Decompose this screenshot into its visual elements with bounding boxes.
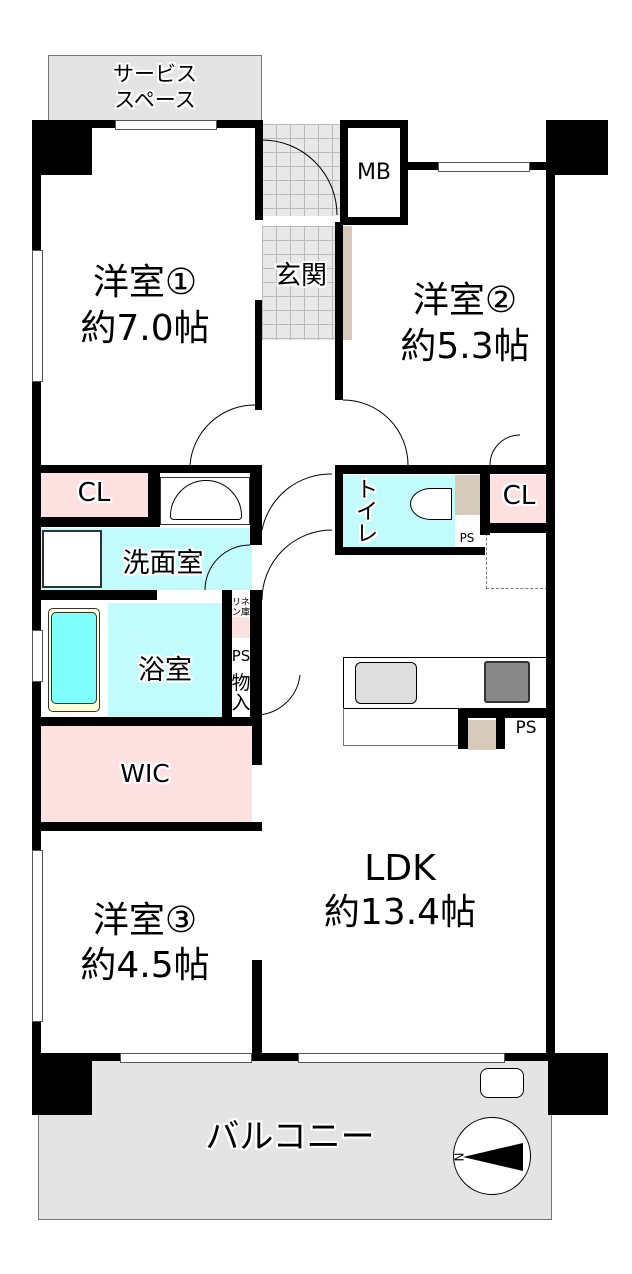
- ps-kitchen-label: PS: [515, 718, 537, 738]
- door-room2: [342, 399, 409, 466]
- wall-wic-bottom: [32, 822, 262, 831]
- wall-service-right: [250, 590, 262, 725]
- washing-machine: [42, 530, 102, 588]
- wall-room1-bottom: [32, 465, 262, 473]
- kitchen-lower: [343, 708, 460, 746]
- bathroom: [108, 603, 222, 718]
- compass-north-label: N: [452, 1152, 467, 1162]
- toilet-label: トイレ: [355, 478, 378, 547]
- fridge-space: [486, 533, 548, 589]
- linen-closet: [232, 598, 250, 638]
- entrance-porch: [262, 124, 342, 216]
- pillar-bottom-right: [548, 1053, 608, 1115]
- ps-mid-label: PS: [231, 647, 251, 665]
- ldk-size: 約13.4帖: [323, 892, 477, 933]
- wall-room2-left: [335, 222, 343, 400]
- ps-kitchen: [505, 718, 547, 742]
- kitchen-sink: [355, 662, 417, 704]
- wall-ps-divider: [496, 709, 505, 749]
- wall-toilet-left: [335, 465, 343, 555]
- closet-right: [490, 475, 548, 523]
- walk-in-closet: [40, 725, 252, 823]
- service-space-label-1: サービス: [113, 62, 197, 86]
- ps-toilet-label: PS: [459, 531, 475, 545]
- door-corridor-1: [261, 473, 333, 531]
- linen-closet-label: リネン庫: [232, 598, 251, 618]
- closet-left: [40, 473, 148, 517]
- balcony-drain: [480, 1068, 524, 1098]
- window-room1-top: [115, 120, 217, 130]
- kitchen-pillar: [468, 720, 496, 750]
- western2-name: 洋室②: [412, 280, 518, 321]
- wall-room1-right: [255, 120, 263, 220]
- window-room2-top: [438, 162, 530, 172]
- wall-kitchen-ps: [458, 709, 555, 718]
- wic-label: WIC: [120, 759, 170, 788]
- window-room1-left: [32, 250, 43, 382]
- washroom-label: 洗面室: [122, 548, 204, 579]
- door-corridor-2: [261, 529, 333, 601]
- stove-icon: [484, 661, 530, 703]
- entrance: [262, 226, 340, 340]
- western1-size: 約7.0帖: [80, 308, 210, 349]
- wall-corridor-left: [255, 300, 262, 410]
- ldk-name: LDK: [364, 848, 436, 889]
- entrance-label: 玄関: [274, 261, 327, 291]
- wall-closet-bottom: [32, 517, 160, 527]
- wall-cl-right: [148, 465, 160, 525]
- pillar-top-left: [32, 120, 92, 175]
- western3-name: 洋室③: [92, 900, 198, 941]
- bathtub-water: [51, 612, 97, 704]
- pillar-top-right: [548, 120, 608, 175]
- door-cl-right: [489, 434, 521, 466]
- wall-wic-right: [252, 725, 262, 765]
- wall-wash-bottom: [32, 590, 157, 600]
- window-ldk-bottom: [298, 1053, 505, 1063]
- compass-needle-icon: [463, 1143, 523, 1171]
- wall-toilet-right: [480, 465, 490, 535]
- western1-name: 洋室①: [92, 262, 198, 303]
- mb-inner: [348, 128, 400, 217]
- pillar-bottom-left: [32, 1053, 92, 1115]
- wall-toilet-bottom: [335, 547, 485, 555]
- wall-room3-right: [252, 960, 262, 1060]
- window-bath: [32, 630, 43, 682]
- closet-right-label: CL: [502, 481, 536, 511]
- window-room3-bottom: [120, 1053, 252, 1063]
- window-room3-left: [32, 850, 43, 1022]
- mb-label: MB: [356, 160, 392, 185]
- balcony-label: バルコニー: [205, 1117, 375, 1157]
- bathroom-label: 浴室: [138, 655, 192, 686]
- closet-left-label: CL: [77, 478, 111, 508]
- toilet-pillar: [455, 475, 480, 515]
- storage-label: 物入: [231, 672, 251, 714]
- wall-bath-right: [222, 590, 232, 725]
- wall-cl-bottom: [480, 523, 555, 533]
- wall-room2-bottom: [335, 465, 555, 474]
- toilet-bowl: [410, 488, 452, 520]
- service-space-label-2: スペース: [114, 88, 196, 112]
- wall-right: [546, 120, 555, 1060]
- western3-size: 約4.5帖: [80, 945, 210, 986]
- wall-kitchen-ps-left: [458, 709, 468, 749]
- western2-size: 約5.3帖: [400, 326, 530, 367]
- door-room1: [189, 404, 256, 466]
- wall-wic-top: [32, 717, 262, 726]
- service-space: [48, 55, 262, 125]
- wall-wet-right: [250, 465, 262, 545]
